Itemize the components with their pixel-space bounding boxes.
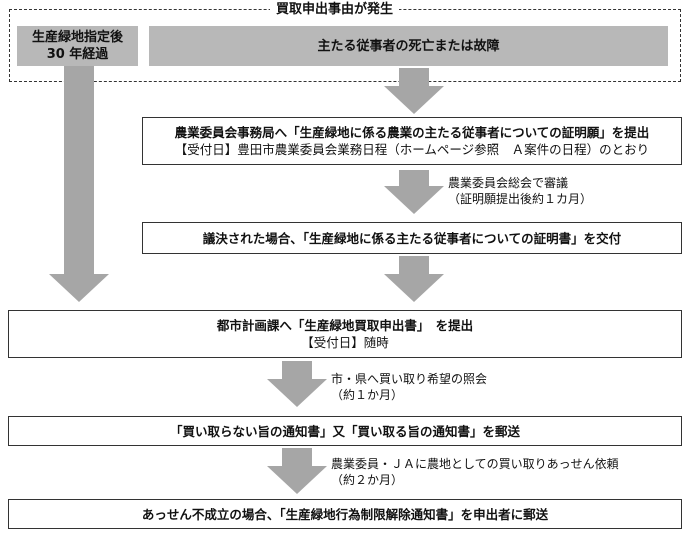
step-certificate-application: 農業委員会事務局へ「生産緑地に係る農業の主たる従事者についての証明願」を提出 【… [142, 117, 682, 165]
note1-line2: （証明願提出後約１カ月） [448, 192, 593, 206]
down-arrow-icon [384, 68, 444, 114]
down-arrow-icon [267, 448, 327, 494]
note1-line1: 農業委員会総会で審議 [448, 176, 569, 190]
step3-sub-text: 【受付日】随時 [301, 335, 389, 350]
step-certificate-issued: 議決された場合、「生産緑地に係る主たる従事者についての証明書」を交付 [142, 222, 682, 254]
step5-main-text: あっせん不成立の場合、「生産緑地行為制限解除通知書」を申出者に郵送 [141, 506, 549, 522]
step2-main-text: 議決された場合、「生産緑地に係る主たる従事者についての証明書」を交付 [202, 230, 622, 246]
step4-main-text: 「買い取らない旨の通知書」又「買い取る旨の通知書」を郵送 [169, 423, 520, 439]
cause-death-label: 主たる従事者の死亡または故障 [317, 38, 500, 54]
step3-main-text: 都市計画課へ「生産緑地買取申出書」 を提出 [216, 318, 474, 333]
down-arrow-icon [384, 256, 444, 302]
step-purchase-request: 都市計画課へ「生産緑地買取申出書」 を提出 【受付日】随時 [8, 310, 682, 358]
trigger-title: 買取申出事由が発生 [270, 2, 400, 18]
note-mediation-request: 農業委員・ＪＡに農地としての買い取りあっせん依頼 （約２か月） [331, 456, 619, 488]
cause-30-years-line2: 30 年経過 [46, 47, 109, 62]
step-notice-mailing: 「買い取らない旨の通知書」又「買い取る旨の通知書」を郵送 [8, 416, 682, 446]
down-arrow-icon [267, 361, 327, 407]
down-arrow-icon [384, 170, 444, 214]
cause-30-years-line1: 生産緑地指定後 [31, 30, 123, 45]
note4-line1: 農業委員・ＪＡに農地としての買い取りあっせん依頼 [331, 457, 619, 471]
long-down-arrow-icon [49, 66, 109, 302]
note-committee-review: 農業委員会総会で審議 （証明願提出後約１カ月） [448, 175, 592, 207]
step1-main-text: 農業委員会事務局へ「生産緑地に係る農業の主たる従事者についての証明願」を提出 [174, 125, 650, 140]
note3-line1: 市・県へ買い取り希望の照会 [331, 372, 488, 386]
step1-sub-text: 【受付日】豊田市農業委員会業務日程（ホームページ参照 Ａ案件の日程）のとおり [174, 142, 650, 157]
cause-30-years: 生産緑地指定後 30 年経過 [17, 26, 138, 66]
cause-death-or-disability: 主たる従事者の死亡または故障 [149, 26, 668, 66]
note-purchase-inquiry: 市・県へ買い取り希望の照会 （約１か月） [331, 371, 487, 403]
note3-line2: （約１か月） [331, 388, 404, 402]
step-restriction-release: あっせん不成立の場合、「生産緑地行為制限解除通知書」を申出者に郵送 [8, 499, 682, 529]
note4-line2: （約２か月） [331, 473, 404, 487]
